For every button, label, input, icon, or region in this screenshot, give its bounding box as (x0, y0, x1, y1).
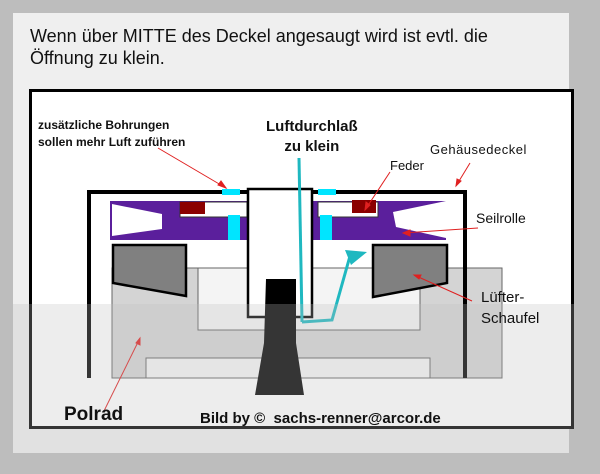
heading-line-1: Wenn über MITTE des Deckel angesaugt wir… (30, 26, 488, 46)
label-luefter-schaufel: Lüfter- Schaufel (481, 287, 539, 329)
fan-blade-right (371, 243, 449, 299)
seilrolle-right (312, 200, 446, 240)
label-luftdurchlass-line-2: zu klein (284, 138, 340, 155)
airflow-arrow (297, 157, 367, 324)
crankshaft (255, 279, 304, 395)
label-bohrungen-line-1: zusätzliche Bohrungen (38, 118, 170, 132)
right-strut (463, 300, 467, 372)
label-seilrolle: Seilrolle (476, 210, 526, 226)
heading-line-2: Öffnung zu klein. (30, 48, 165, 68)
label-bohrungen-line-2: sollen mehr Luft zuführen (38, 135, 186, 149)
label-bohrungen: zusätzliche Bohrungen sollen mehr Luft z… (38, 117, 185, 151)
image-credit: Bild by © sachs-renner@arcor.de (200, 410, 441, 427)
label-luefter-line-2: Schaufel (481, 310, 540, 327)
fan-blade-left (111, 243, 188, 298)
diagram-heading: Wenn über MITTE des Deckel angesaugt wir… (30, 25, 590, 69)
seilrolle-left (110, 201, 248, 240)
label-feder: Feder (390, 158, 424, 173)
label-luftdurchlass: Luftdurchlaß zu klein (266, 117, 358, 157)
left-strut (87, 300, 91, 372)
air-openings (222, 189, 336, 240)
label-polrad: Polrad (64, 404, 124, 425)
annotation-arrows (103, 147, 479, 412)
label-luefter-line-1: Lüfter- (481, 289, 525, 306)
label-luftdurchlass-line-1: Luftdurchlaß (266, 118, 358, 135)
label-gehaeusedeckel: Gehäusedeckel (430, 142, 527, 157)
